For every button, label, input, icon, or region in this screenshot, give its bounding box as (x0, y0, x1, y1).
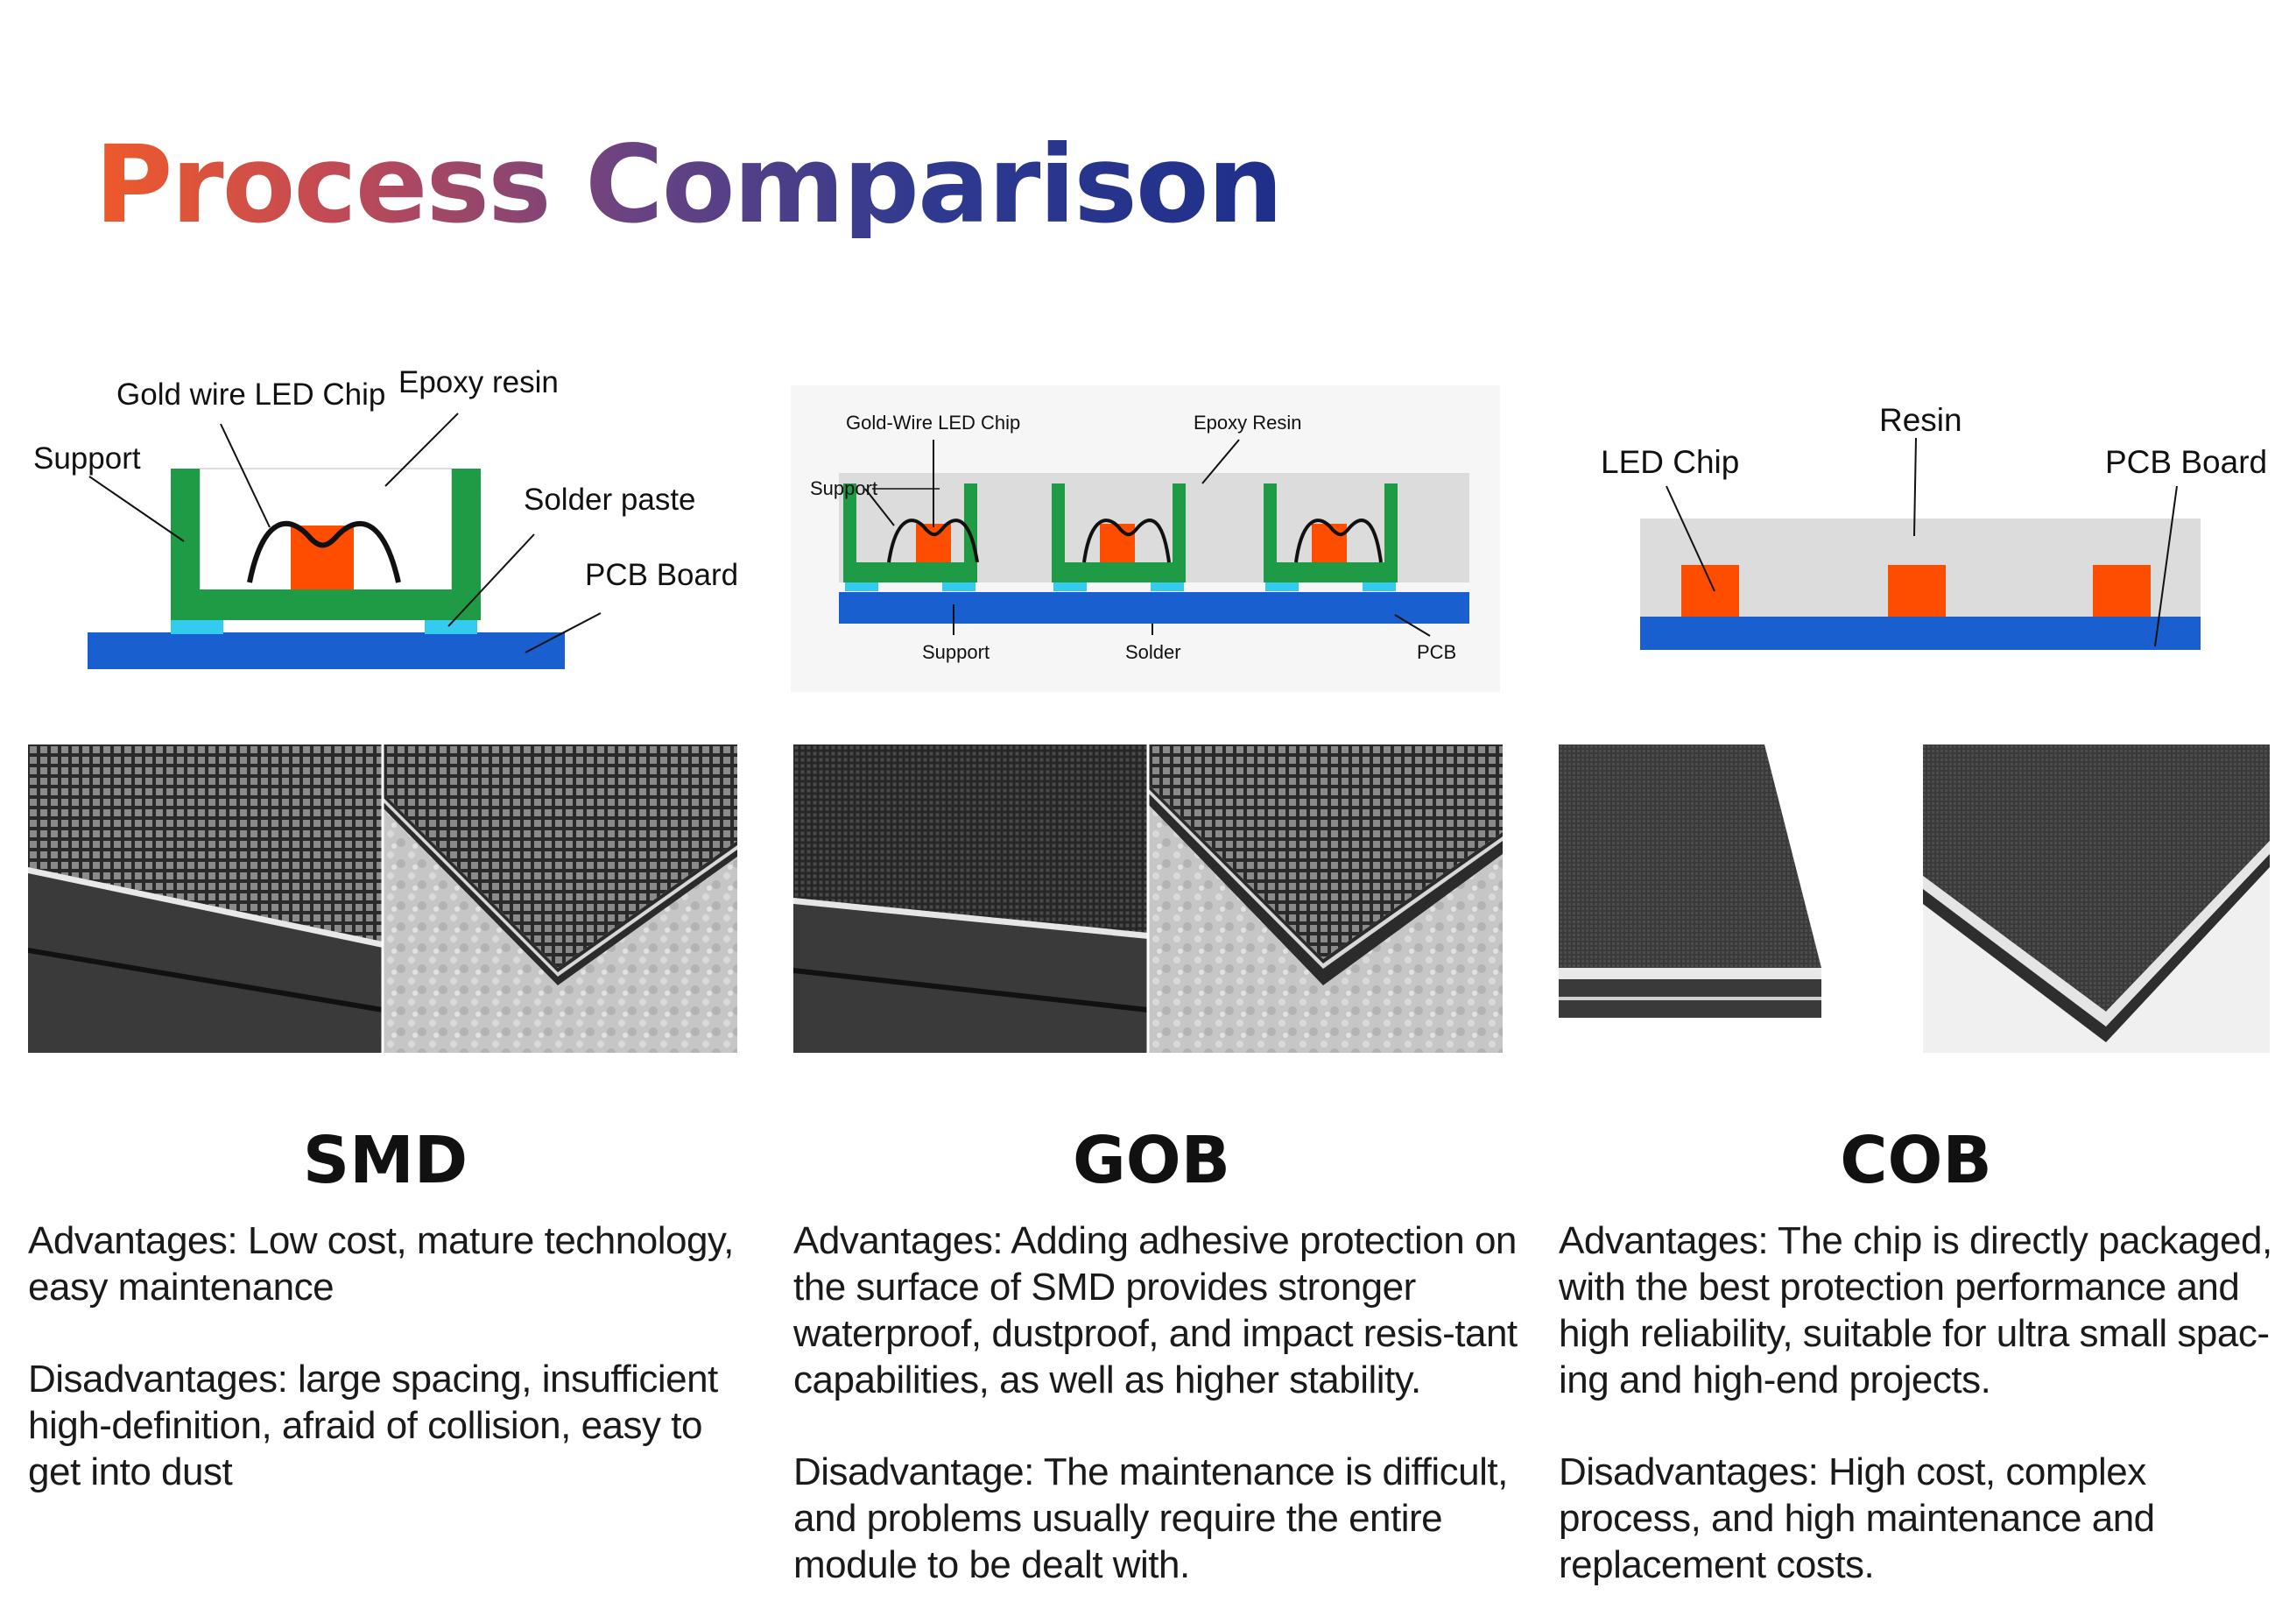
cob-led-chip-1 (1681, 565, 1739, 617)
smd-advantages: Advantages: Low cost, mature technology,… (28, 1219, 734, 1309)
cob-module-photo (1559, 744, 2270, 1053)
gob-pcb-board (839, 592, 1469, 624)
cob-led-chip-2 (1888, 565, 1946, 617)
smd-disadvantages: Disadvantages: large spacing, insufficie… (28, 1358, 718, 1493)
gob-label-epoxy: Epoxy Resin (1194, 412, 1302, 434)
smd-label-epoxy: Epoxy resin (398, 365, 559, 399)
smd-label-support: Support (33, 441, 141, 476)
gob-cell-2 (1052, 483, 1186, 591)
cob-label-pcb: PCB Board (2105, 444, 2267, 480)
smd-support-frame (171, 469, 481, 620)
gob-advantages: Advantages: Adding adhesive protection o… (793, 1219, 1518, 1401)
smd-heading: SMD (302, 1123, 468, 1198)
smd-label-pcb: PCB Board (585, 558, 738, 592)
cob-pcb-board (1640, 617, 2201, 650)
gob-cell-3 (1264, 483, 1398, 591)
smd-pcb-board (88, 632, 565, 669)
gob-label-support-bottom: Support (922, 641, 990, 663)
cob-disadvantages: Disadvantages: High cost, complex proces… (1559, 1450, 2155, 1586)
smd-label-gold-wire: Gold wire LED Chip (116, 378, 385, 412)
cob-label-chip: LED Chip (1601, 444, 1739, 480)
smd-solder-right (425, 620, 477, 634)
cob-heading: COB (1840, 1123, 1992, 1198)
gob-module-photo (793, 744, 1503, 1053)
smd-gold-wire (247, 520, 401, 583)
cob-label-resin: Resin (1879, 402, 1962, 438)
gob-disadvantages: Disadvantage: The maintenance is difficu… (793, 1450, 1508, 1586)
smd-label-solder: Solder paste (524, 483, 696, 517)
gob-heading: GOB (1072, 1123, 1231, 1198)
smd-structure-diagram: Gold wire LED Chip Epoxy resin Support S… (26, 359, 744, 683)
gob-structure-diagram: Gold-Wire LED Chip Epoxy Resin Support S… (791, 385, 1500, 692)
cob-structure-diagram: LED Chip Resin PCB Board (1557, 385, 2279, 692)
gob-cell-1 (843, 483, 979, 591)
cob-advantages: Advantages: The chip is directly package… (1559, 1219, 2272, 1401)
smd-led-chip (291, 526, 354, 589)
page-title: Process Comparison (95, 123, 1284, 247)
cob-led-chip-3 (2093, 565, 2151, 617)
gob-label-pcb: PCB (1417, 641, 1456, 663)
smd-solder-left (171, 620, 223, 634)
smd-module-photo (28, 744, 737, 1053)
gob-label-gold-wire: Gold-Wire LED Chip (846, 412, 1020, 434)
gob-label-support-top: Support (810, 477, 877, 499)
gob-label-solder: Solder (1125, 641, 1181, 663)
